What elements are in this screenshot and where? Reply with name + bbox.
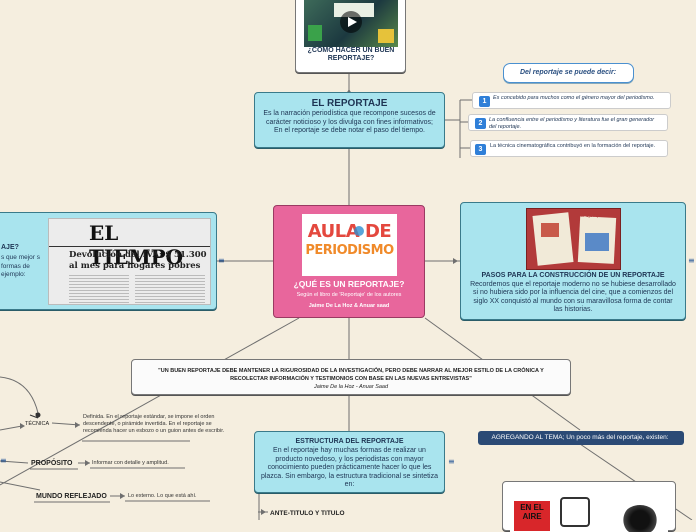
list-item-text: La técnica cinematográfica contribuyó en… [490,143,656,149]
video-thumbnail[interactable] [304,0,398,47]
newspaper-image: EL TIEMPO Devolución del IVA: $ 51.300 a… [48,218,211,305]
quote-text: "UN BUEN REPORTAJE DEBE MANTENER LA RIGU… [158,368,544,382]
left-node-text: s que mejor s formas de ejemplo: [1,254,41,278]
list-item-text: Es concebido para muchos como el género … [493,95,655,101]
example-image: Por ejemplo [526,208,621,270]
left-node-title: AJE? [1,244,19,251]
play-icon[interactable] [340,11,362,33]
newspaper-headline: Devolución del IVA: $ 51.300 al mes para… [69,250,207,271]
list-item-2[interactable]: 2 La confluencia entre el periodismo y l… [468,114,668,131]
notes-icon[interactable]: ≡ [0,456,7,465]
proposito-desc: Informar con detalle y amplitud. [92,460,169,466]
pasos-text: Recordemos que el reportaje moderno no s… [470,281,676,314]
on-air-label: EN EL AIRE [514,501,550,531]
list-item-text: La confluencia entre el periodismo y lit… [489,117,655,130]
notes-icon[interactable]: ≡ [688,256,695,265]
example-caption: Por ejemplo [577,213,604,219]
number-badge-icon: 2 [475,118,486,129]
estructura-title: ESTRUCTURA DEL REPORTAJE [295,438,404,445]
tecnica-desc: Definida. En el reportaje estándar, se i… [83,414,225,434]
video-node[interactable]: ¿CÓMO HACER UN BUEN REPORTAJE? [295,0,406,73]
notes-icon[interactable]: ≡ [218,256,225,265]
quote-author: Jaime De la Hoz - Anuar Saad [313,384,389,390]
pasos-title: PASOS PARA LA CONSTRUCCIÓN DE UN REPORTA… [481,272,665,279]
central-title: ¿QUÉ ES UN REPORTAJE? [293,279,405,289]
mundo-label[interactable]: MUNDO REFLEJADO [36,493,107,500]
central-authors: Jaime De La Hoz & Anuar saad [308,303,390,309]
tecnica-label[interactable]: TÉCNICA [25,421,50,427]
list-item-1[interactable]: 1 Es concebido para muchos como el géner… [472,92,671,109]
left-node[interactable]: AJE? s que mejor s formas de ejemplo: EL… [0,212,217,310]
el-reportaje-node[interactable]: EL REPORTAJE Es la narración periodístic… [254,92,445,148]
notes-icon[interactable]: ≡ [448,457,455,466]
quote-node[interactable]: "UN BUEN REPORTAJE DEBE MANTENER LA RIGU… [131,359,571,395]
del-reportaje-title: Del reportaje se puede decir: [519,69,617,76]
mundo-desc: Lo externo. Lo que está ahí. [128,493,197,499]
del-reportaje-node[interactable]: Del reportaje se puede decir: [503,63,634,83]
estructura-child[interactable]: ANTE-TITULO Y TITULO [270,510,345,517]
newspaper-name: EL TIEMPO [89,221,184,269]
video-title: ¿CÓMO HACER UN BUEN REPORTAJE? [307,47,395,62]
pasos-node[interactable]: Por ejemplo PASOS PARA LA CONSTRUCCIÓN D… [460,202,686,320]
agregando-text: AGREGANDO AL TEMA; Un poco más del repor… [491,434,669,441]
agregando-node[interactable]: AGREGANDO AL TEMA; Un poco más del repor… [478,431,684,445]
central-subtitle: Según el libro de 'Reportaje' de los aut… [296,292,402,298]
logo-line-1: AULA DE [307,221,392,242]
el-reportaje-text: Es la narración periodística que recompo… [263,110,436,135]
estructura-text: En el reportaje hay muchas formas de rea… [260,447,439,489]
estructura-node[interactable]: ESTRUCTURA DEL REPORTAJE En el reportaje… [254,431,445,493]
list-item-3[interactable]: 3 La técnica cinematográfica contribuyó … [470,140,668,157]
el-reportaje-title: EL REPORTAJE [311,98,388,109]
proposito-label[interactable]: PROPÓSITO [31,460,73,467]
central-node[interactable]: AULA DE PERIODISMO ¿QUÉ ES UN REPORTAJE?… [273,205,425,318]
number-badge-icon: 1 [479,96,490,107]
bottom-image-node[interactable]: EN EL AIRE [502,481,676,532]
logo-line-2: PERIODISMO [305,243,394,258]
number-badge-icon: 3 [475,144,486,155]
aula-periodismo-logo: AULA DE PERIODISMO [302,214,397,276]
on-air-image: EN EL AIRE [510,487,668,532]
